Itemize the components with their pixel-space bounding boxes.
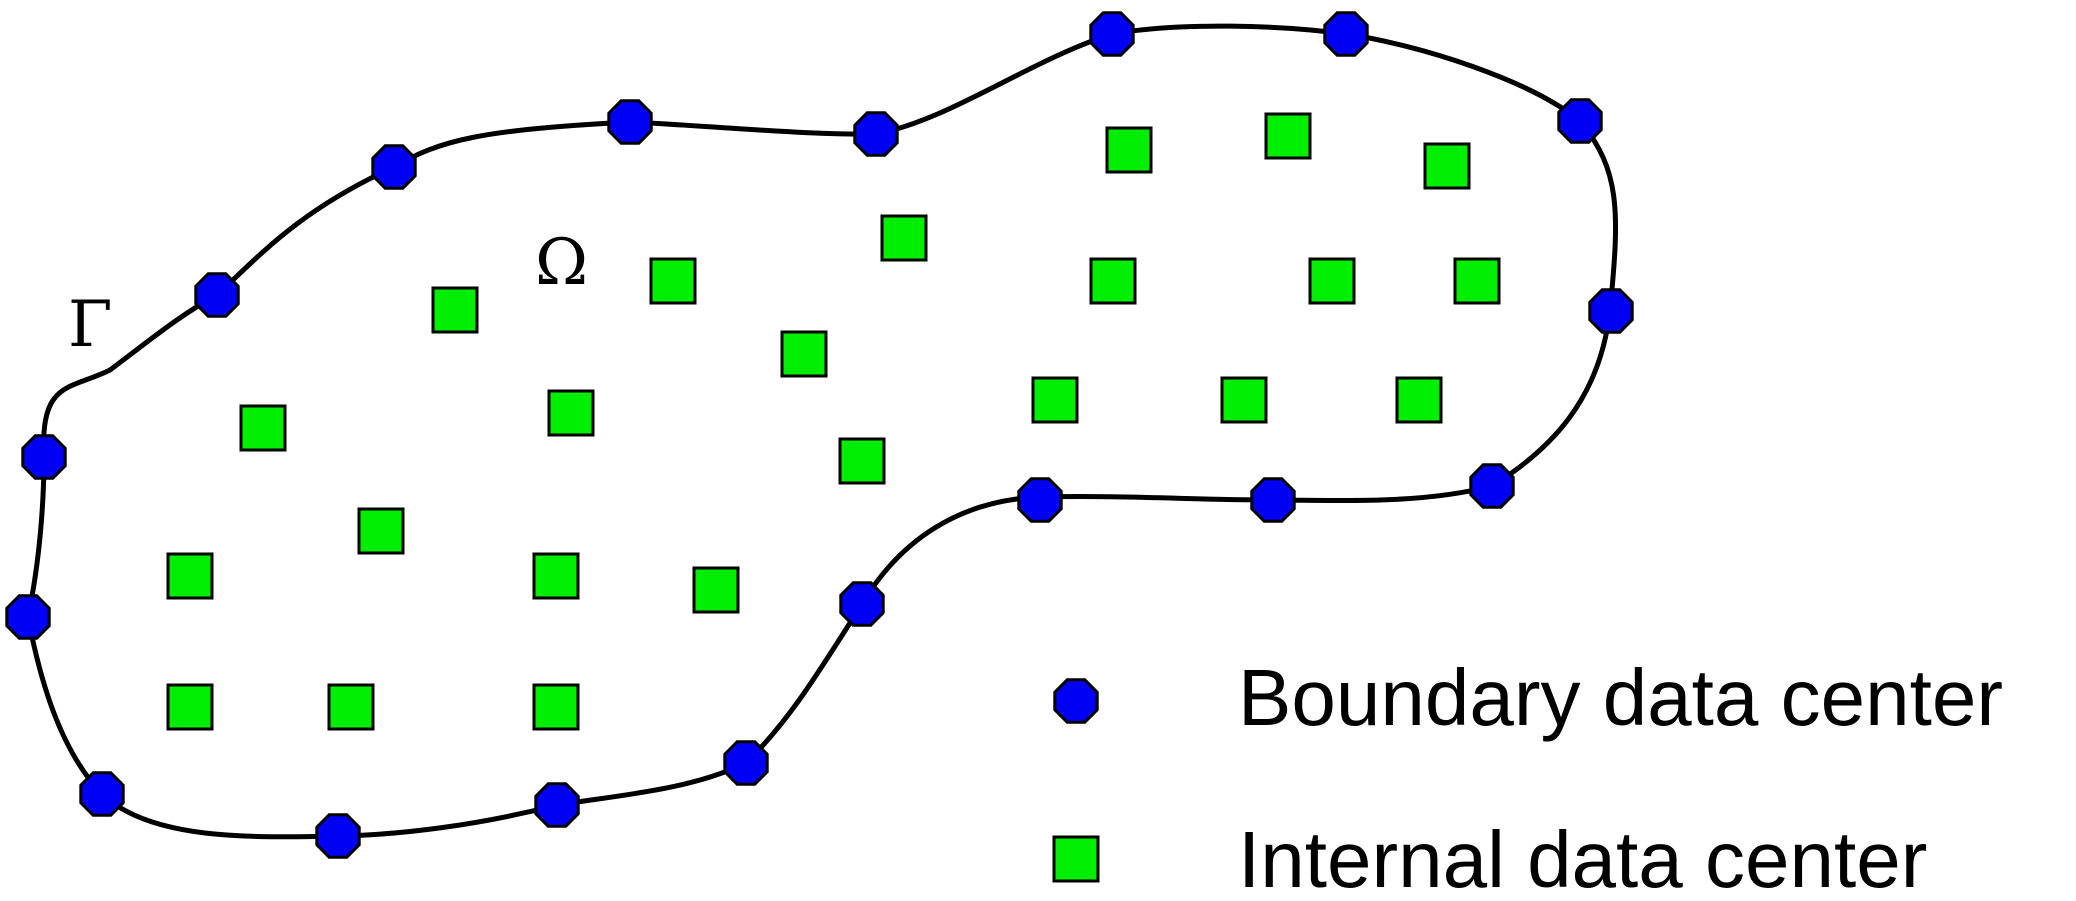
internal-center-marker <box>1264 112 1312 160</box>
internal-center-marker <box>1220 376 1268 424</box>
internal-center-marker <box>327 683 375 731</box>
legend: Boundary data center Internal data cente… <box>1052 653 2003 901</box>
boundary-center-marker <box>853 111 899 157</box>
internal-center-marker <box>532 552 580 600</box>
internal-center-marker <box>692 566 740 614</box>
boundary-centers <box>5 11 1634 859</box>
internal-center-marker <box>532 683 580 731</box>
internal-center-marker <box>1308 257 1356 305</box>
boundary-center-marker <box>1250 477 1296 523</box>
internal-center-marker <box>1395 376 1443 424</box>
domain-symbol-omega: Ω <box>535 226 588 300</box>
internal-center-marker <box>1105 126 1153 174</box>
boundary-center-marker <box>1588 288 1634 334</box>
boundary-center-marker <box>1469 463 1515 509</box>
internal-center-marker <box>1453 257 1501 305</box>
internal-center-marker <box>431 286 479 334</box>
internal-center-marker <box>649 257 697 305</box>
boundary-center-marker <box>839 581 885 627</box>
legend-boundary-label: Boundary data center <box>1238 653 2003 742</box>
internal-center-marker <box>166 552 214 600</box>
boundary-center-marker <box>5 594 51 640</box>
boundary-center-marker <box>1017 477 1063 523</box>
legend-internal-marker <box>1052 835 1100 883</box>
internal-center-marker <box>780 330 828 378</box>
boundary-center-marker <box>723 740 769 786</box>
boundary-center-marker <box>79 771 125 817</box>
internal-center-marker <box>547 389 595 437</box>
internal-center-marker <box>1089 257 1137 305</box>
boundary-center-marker <box>1089 11 1135 57</box>
internal-centers <box>166 112 1501 731</box>
boundary-center-marker <box>315 813 361 859</box>
domain-boundary-curve <box>25 23 1619 840</box>
boundary-center-marker <box>1323 11 1369 57</box>
internal-center-marker <box>1423 142 1471 190</box>
internal-center-marker <box>357 507 405 555</box>
boundary-center-marker <box>194 272 240 318</box>
boundary-center-marker <box>371 144 417 190</box>
legend-boundary-marker <box>1053 678 1099 724</box>
internal-center-marker <box>239 404 287 452</box>
boundary-center-marker <box>1557 98 1603 144</box>
boundary-center-marker <box>607 99 653 145</box>
internal-center-marker <box>838 437 886 485</box>
internal-center-marker <box>880 214 928 262</box>
internal-center-marker <box>1031 376 1079 424</box>
boundary-center-marker <box>21 434 67 480</box>
legend-internal-label: Internal data center <box>1238 815 1927 901</box>
internal-center-marker <box>166 683 214 731</box>
boundary-center-marker <box>534 782 580 828</box>
boundary-symbol-gamma: Γ <box>68 288 112 362</box>
